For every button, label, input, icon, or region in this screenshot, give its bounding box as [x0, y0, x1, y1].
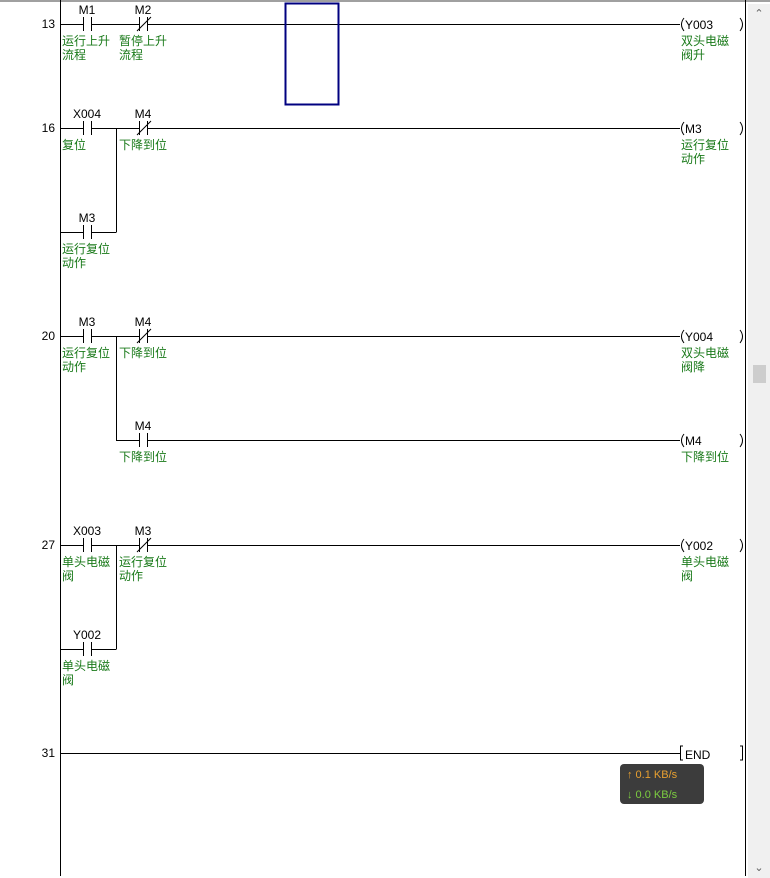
comment: 阀升: [681, 48, 705, 62]
comment: 双头电磁: [681, 345, 729, 360]
contact-label: M3: [79, 211, 96, 225]
comment: 运行复位: [681, 137, 729, 152]
comment: 流程: [62, 47, 86, 62]
comment: 运行上升: [62, 34, 110, 48]
contact-label: X003: [73, 524, 101, 538]
contact-label: X004: [73, 107, 101, 121]
rung-wires: [60, 120, 680, 239]
comment: 流程: [119, 47, 143, 62]
contact-label: Y002: [73, 628, 101, 642]
scroll-down-icon[interactable]: ⌄: [754, 862, 764, 874]
comment: 动作: [119, 569, 143, 583]
comment: 阀降: [681, 360, 705, 374]
comment: 阀: [62, 673, 74, 687]
coil-label: Y002: [685, 539, 713, 553]
coil-symbol: [681, 121, 743, 136]
rung-16[interactable]: 16 X004 M4 复位 下降到位 M3 运行复位 动作 M3 运行复位 动作: [42, 107, 743, 270]
comment: 双头电磁: [681, 33, 729, 48]
contact-label: M4: [135, 315, 152, 329]
comment: 阀: [62, 569, 74, 583]
coil-symbol: [681, 538, 743, 553]
comment: 下降到位: [681, 449, 729, 464]
coil-symbol: [681, 433, 743, 448]
vertical-scrollbar[interactable]: ⌃ ⌄: [748, 4, 770, 878]
coil-label: M4: [685, 434, 702, 448]
upload-speed: ↑ 0.1 KB/s: [627, 769, 678, 781]
comment: 下降到位: [119, 449, 167, 464]
comment: 单头电磁: [62, 554, 110, 569]
contact-label: M3: [79, 315, 96, 329]
comment: 动作: [62, 256, 86, 270]
contact-label: M4: [135, 419, 152, 433]
network-speed-widget: ↑ 0.1 KB/s ↓ 0.0 KB/s: [620, 764, 704, 804]
comment: 单头电磁: [62, 658, 110, 673]
end-instruction: END: [685, 748, 711, 762]
step-number: 20: [42, 329, 56, 343]
comment: 下降到位: [119, 137, 167, 152]
comment: 暂停上升: [119, 33, 167, 48]
contact-label: M1: [79, 3, 96, 17]
rung-wires: [60, 537, 680, 656]
comment: 下降到位: [119, 345, 167, 360]
contact-label: M3: [135, 524, 152, 538]
rung-31[interactable]: 31 END: [42, 745, 743, 762]
step-number: 31: [42, 746, 56, 760]
step-number: 13: [42, 17, 56, 31]
coil-label: M3: [685, 122, 702, 136]
step-number: 16: [42, 121, 56, 135]
cursor-selection[interactable]: [284, 2, 340, 106]
comment: 阀: [681, 569, 693, 583]
rung-13[interactable]: 13 M1 M2 运行上升 流程 暂停上升 流程 Y003 双头电磁 阀升: [42, 3, 743, 62]
coil-symbol: [681, 17, 743, 32]
contact-label: M4: [135, 107, 152, 121]
scroll-thumb[interactable]: [753, 365, 766, 383]
scroll-up-icon[interactable]: ⌃: [754, 8, 764, 20]
coil-label: Y003: [685, 18, 713, 32]
rung-wires: [60, 745, 743, 761]
rung-wires: [60, 16, 680, 32]
rung-20[interactable]: 20 M3 M4 运行复位 动作 下降到位 Y004 双头电磁 阀降 M4 下降…: [42, 315, 743, 464]
comment: 动作: [62, 360, 86, 374]
comment: 动作: [681, 152, 705, 166]
coil-label: Y004: [685, 330, 713, 344]
comment: 单头电磁: [681, 554, 729, 569]
comment: 运行复位: [62, 345, 110, 360]
comment: 运行复位: [62, 241, 110, 256]
comment: 运行复位: [119, 554, 167, 569]
comment: 复位: [62, 137, 86, 152]
rung-wires: [60, 328, 680, 447]
step-number: 27: [42, 538, 56, 552]
coil-symbol: [681, 329, 743, 344]
download-speed: ↓ 0.0 KB/s: [627, 789, 678, 801]
rung-27[interactable]: 27 X003 M3 单头电磁 阀 运行复位 动作 Y002 单头电磁 阀 Y0…: [42, 524, 743, 687]
contact-label: M2: [135, 3, 152, 17]
